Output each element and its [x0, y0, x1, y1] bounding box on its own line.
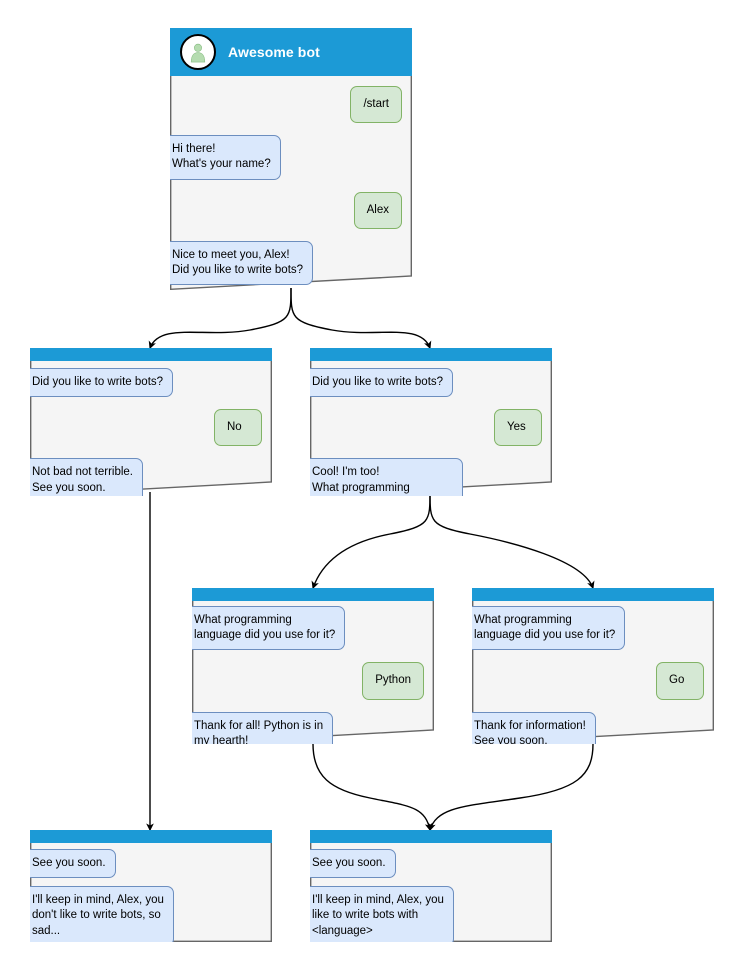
message-row: See you soon.: [30, 849, 262, 879]
edge-start-to-yes: [290, 287, 432, 350]
message-row: I'll keep in mind, Alex, you like to wri…: [310, 886, 542, 942]
message-row: Yes: [310, 409, 542, 447]
chat-header-bar: [472, 588, 714, 601]
message-row: No: [30, 409, 262, 447]
node-content: Did you like to write bots? No Not bad n…: [30, 348, 272, 496]
bot-name-label: Awesome bot: [228, 44, 320, 60]
chat-node-lang-python[interactable]: What programming language did you use fo…: [192, 588, 434, 744]
chat-header-bar: [310, 830, 552, 843]
bot-message-bubble: Thank for all! Python is in my hearth! S…: [192, 711, 334, 744]
edge-yes-to-go: [429, 491, 595, 590]
bot-message-bubble: I'll keep in mind, Alex, you don't like …: [30, 886, 174, 942]
chat-node-lang-go[interactable]: What programming language did you use fo…: [472, 588, 714, 744]
message-row: Go: [472, 662, 704, 700]
chat-body-lang-python: What programming language did you use fo…: [192, 601, 434, 744]
bot-message-bubble: Cool! I'm too! What programming language…: [310, 458, 464, 496]
user-message-bubble: Yes: [494, 409, 542, 447]
bot-message-bubble: Thank for information! See you soon.: [472, 711, 596, 744]
message-row: Python: [192, 662, 424, 700]
bot-message-bubble: What programming language did you use fo…: [472, 606, 626, 651]
user-message-bubble: /start: [350, 86, 402, 124]
chat-body-end-sad: See you soon. I'll keep in mind, Alex, y…: [30, 843, 272, 942]
chat-body-lang-go: What programming language did you use fo…: [472, 601, 714, 744]
message-row: Did you like to write bots?: [310, 368, 542, 398]
chat-header-bar: [310, 348, 552, 361]
message-row: Cool! I'm too! What programming language…: [310, 458, 542, 496]
edge-start-to-no: [148, 287, 292, 350]
chat-node-end-sad[interactable]: See you soon. I'll keep in mind, Alex, y…: [30, 830, 272, 942]
bot-message-bubble: See you soon.: [30, 849, 116, 879]
node-content: Awesome bot /start Hi there! What's your…: [170, 28, 412, 290]
user-message-bubble: Go: [656, 662, 704, 700]
node-content: See you soon. I'll keep in mind, Alex, y…: [30, 830, 272, 942]
chat-header-bar: [30, 830, 272, 843]
message-row: What programming language did you use fo…: [192, 606, 424, 651]
bot-message-bubble: Nice to meet you, Alex! Did you like to …: [170, 240, 314, 286]
bot-message-bubble: I'll keep in mind, Alex, you like to wri…: [310, 886, 454, 942]
node-content: Did you like to write bots? Yes Cool! I'…: [310, 348, 552, 496]
message-row: Not bad not terrible. See you soon.: [30, 458, 262, 496]
chat-header-bar: [192, 588, 434, 601]
node-content: What programming language did you use fo…: [192, 588, 434, 744]
message-row: /start: [170, 86, 402, 124]
message-row: Alex: [170, 191, 402, 229]
message-row: Hi there! What's your name?: [170, 135, 402, 180]
chat-body-start: /start Hi there! What's your name? Alex …: [170, 76, 412, 290]
chat-header-bar: [30, 348, 272, 361]
bot-message-bubble: Hi there! What's your name?: [170, 135, 281, 180]
chat-body-answer-yes: Did you like to write bots? Yes Cool! I'…: [310, 361, 552, 496]
chat-body-answer-no: Did you like to write bots? No Not bad n…: [30, 361, 272, 496]
chat-header-start: Awesome bot: [170, 28, 412, 76]
edge-yes-to-python: [311, 491, 431, 590]
person-avatar-icon: [180, 34, 216, 70]
bot-message-bubble: Did you like to write bots?: [310, 368, 454, 398]
user-message-bubble: Alex: [353, 191, 402, 229]
edge-go-to-end-happy: [428, 743, 594, 832]
message-row: What programming language did you use fo…: [472, 606, 704, 651]
user-message-bubble: No: [214, 409, 262, 447]
edge-python-to-end-happy: [312, 743, 433, 832]
chat-node-end-happy[interactable]: See you soon. I'll keep in mind, Alex, y…: [310, 830, 552, 942]
chat-node-answer-no[interactable]: Did you like to write bots? No Not bad n…: [30, 348, 272, 496]
message-row: Did you like to write bots?: [30, 368, 262, 398]
message-row: Thank for all! Python is in my hearth! S…: [192, 711, 424, 744]
message-row: See you soon.: [310, 849, 542, 879]
node-content: What programming language did you use fo…: [472, 588, 714, 744]
chat-node-answer-yes[interactable]: Did you like to write bots? Yes Cool! I'…: [310, 348, 552, 496]
chat-body-end-happy: See you soon. I'll keep in mind, Alex, y…: [310, 843, 552, 942]
message-row: Thank for information! See you soon.: [472, 711, 704, 744]
bot-message-bubble: Not bad not terrible. See you soon.: [30, 458, 144, 496]
node-content: See you soon. I'll keep in mind, Alex, y…: [310, 830, 552, 942]
message-row: I'll keep in mind, Alex, you don't like …: [30, 886, 262, 942]
bot-message-bubble: What programming language did you use fo…: [192, 606, 346, 651]
message-row: Nice to meet you, Alex! Did you like to …: [170, 240, 402, 286]
bot-message-bubble: Did you like to write bots?: [30, 368, 174, 398]
user-message-bubble: Python: [362, 662, 424, 700]
bot-message-bubble: See you soon.: [310, 849, 396, 879]
chat-node-start[interactable]: Awesome bot /start Hi there! What's your…: [170, 28, 412, 290]
